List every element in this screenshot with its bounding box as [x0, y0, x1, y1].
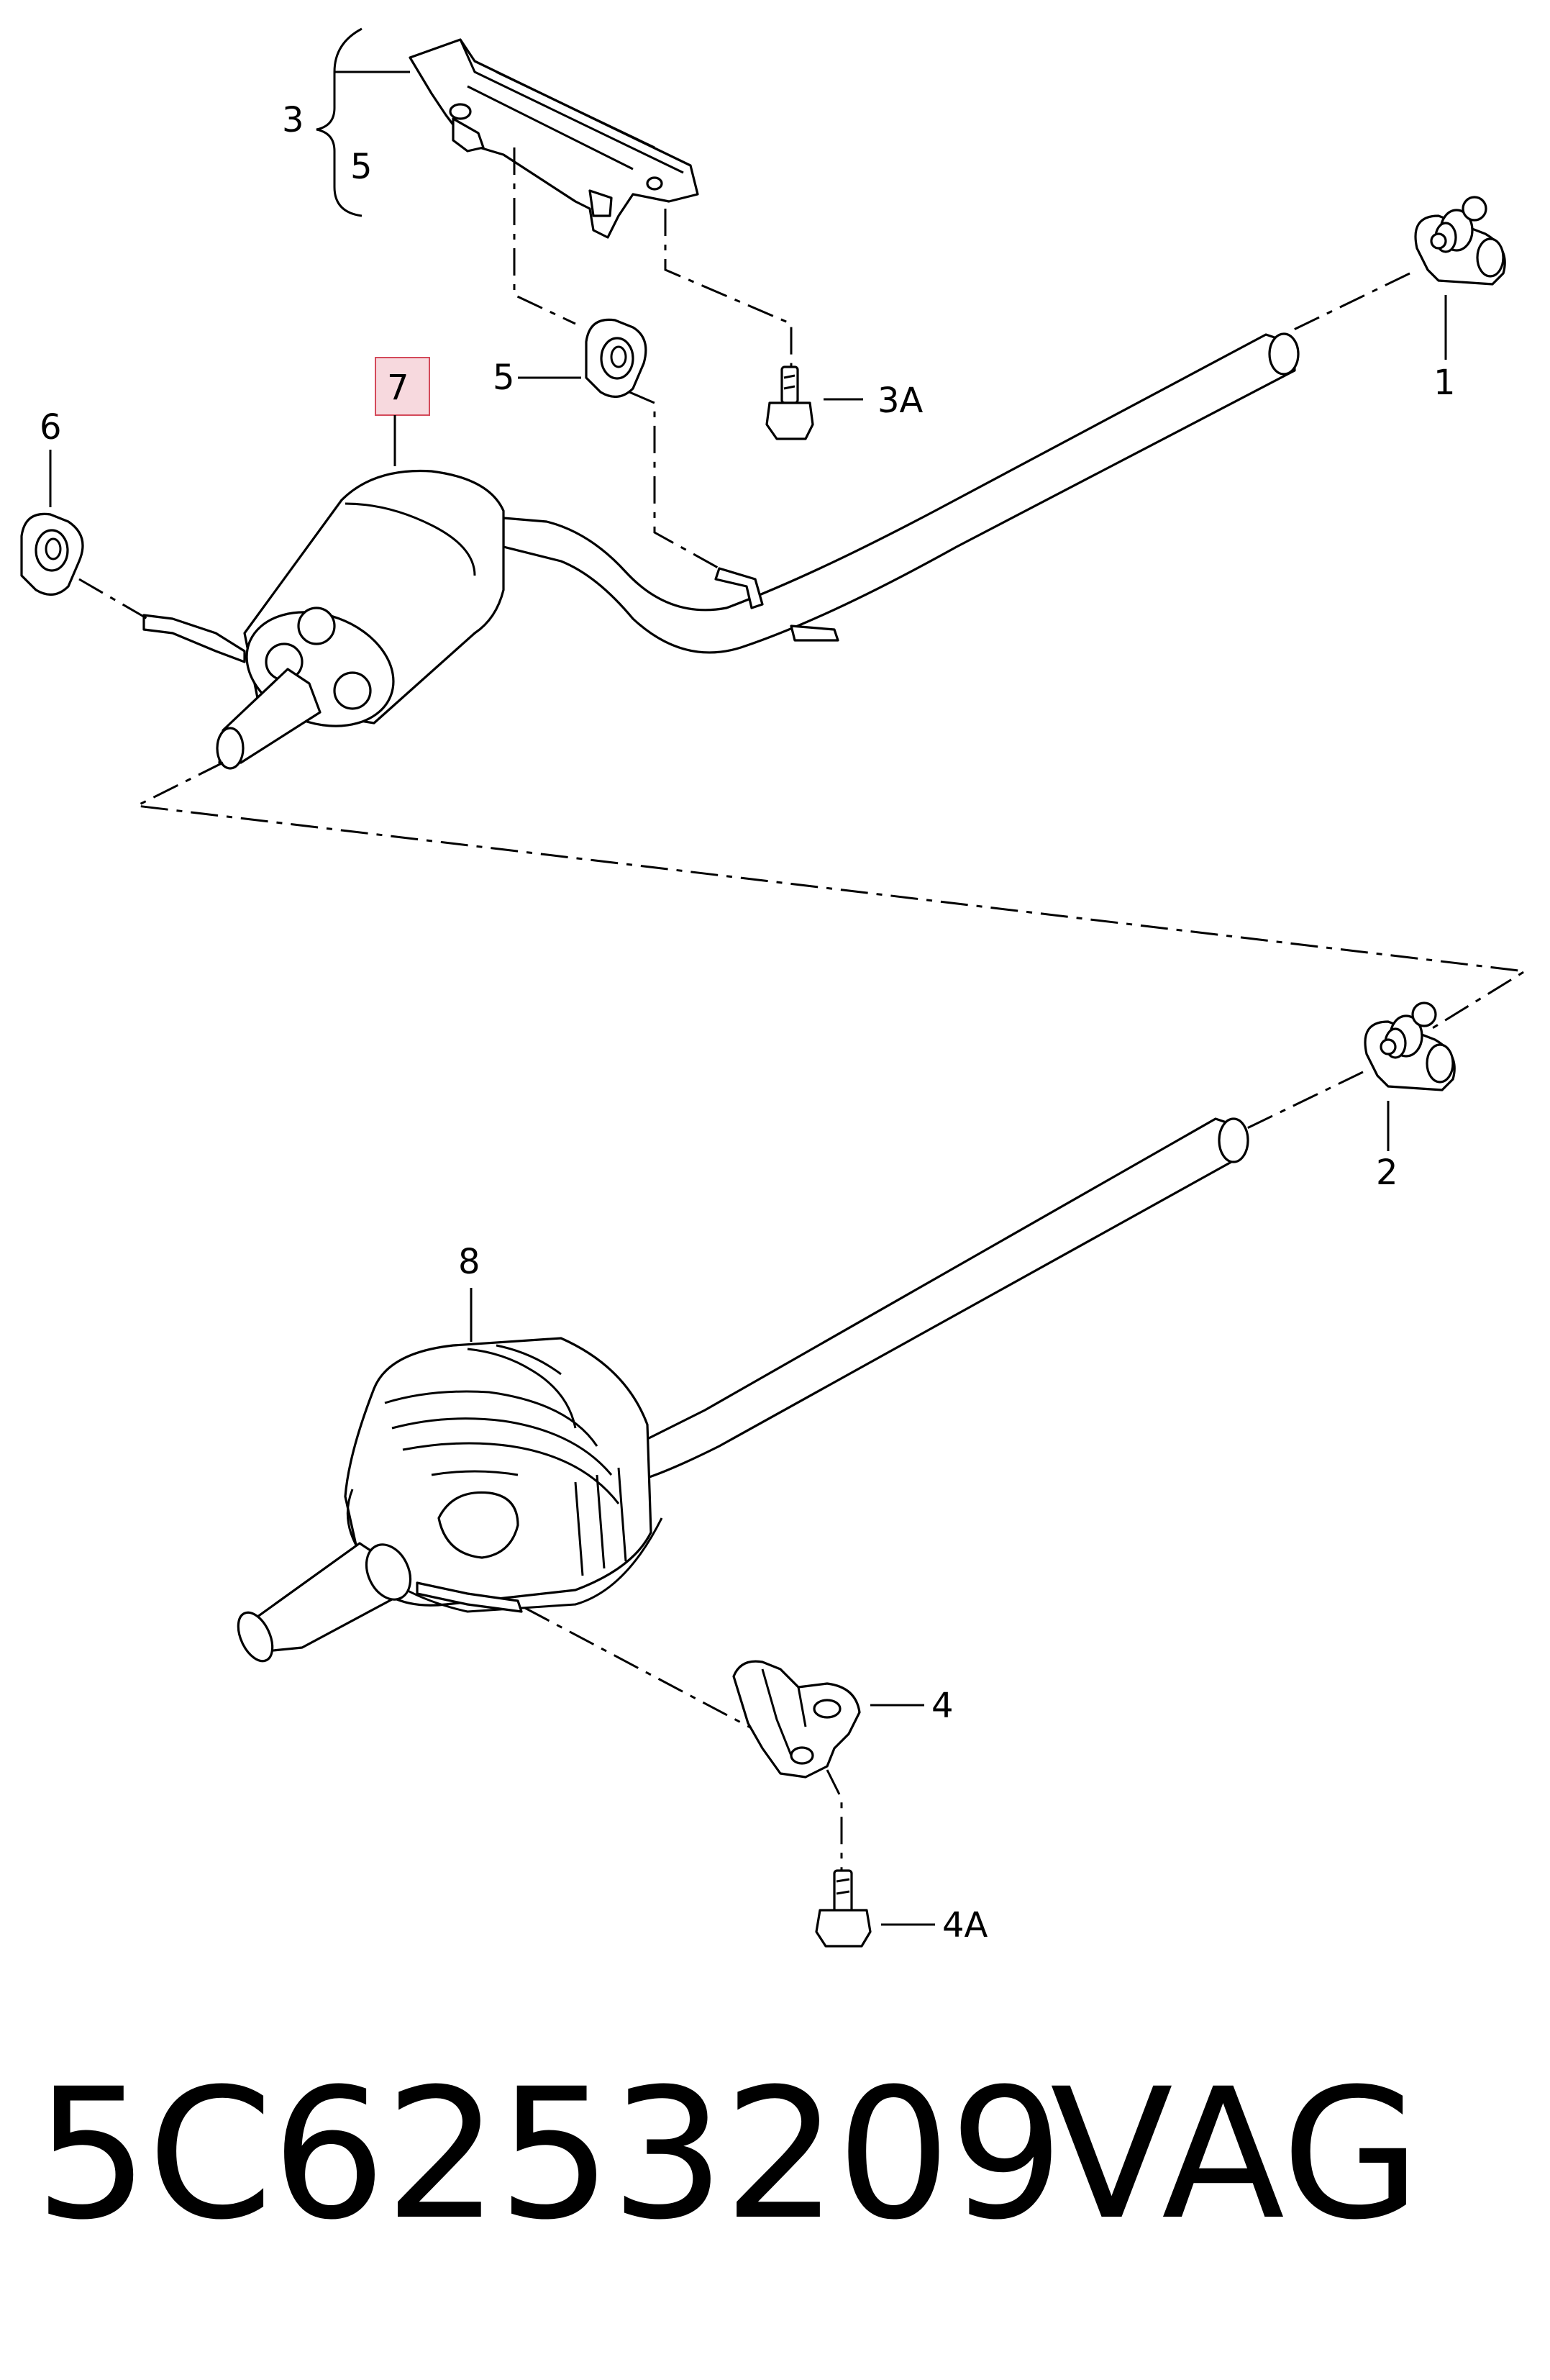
- clamp-2: [1364, 1001, 1456, 1091]
- callout-7-highlight: [375, 357, 430, 416]
- callout-4: 4: [931, 1686, 954, 1726]
- clamp-1: [1414, 196, 1506, 286]
- callout-1: 1: [1433, 363, 1456, 403]
- rubber-mount-6: [20, 512, 84, 596]
- callout-4a: 4A: [942, 1905, 988, 1945]
- callout-5-bracket: 5: [350, 147, 373, 187]
- part-number: 5C6253209: [35, 2050, 1064, 2259]
- bolt-3a: [765, 365, 814, 440]
- callout-8: 8: [458, 1242, 480, 1282]
- rear-silencer-8: [237, 1117, 1249, 1663]
- bracket-brace: [316, 27, 410, 217]
- callout-5: 5: [493, 358, 515, 398]
- front-pipe-muffler-7: [142, 332, 1300, 770]
- callout-3a: 3A: [877, 381, 924, 421]
- rubber-mount-5: [585, 318, 647, 398]
- crossmember-bracket: [409, 38, 699, 239]
- callout-2: 2: [1376, 1153, 1398, 1193]
- hanger-bracket-4: [732, 1660, 861, 1779]
- callout-7: 7: [387, 368, 409, 408]
- callout-3: 3: [282, 100, 304, 140]
- brand-name: VAG: [1050, 2050, 1421, 2259]
- callout-6: 6: [40, 407, 62, 448]
- bolt-4a: [815, 1869, 872, 1948]
